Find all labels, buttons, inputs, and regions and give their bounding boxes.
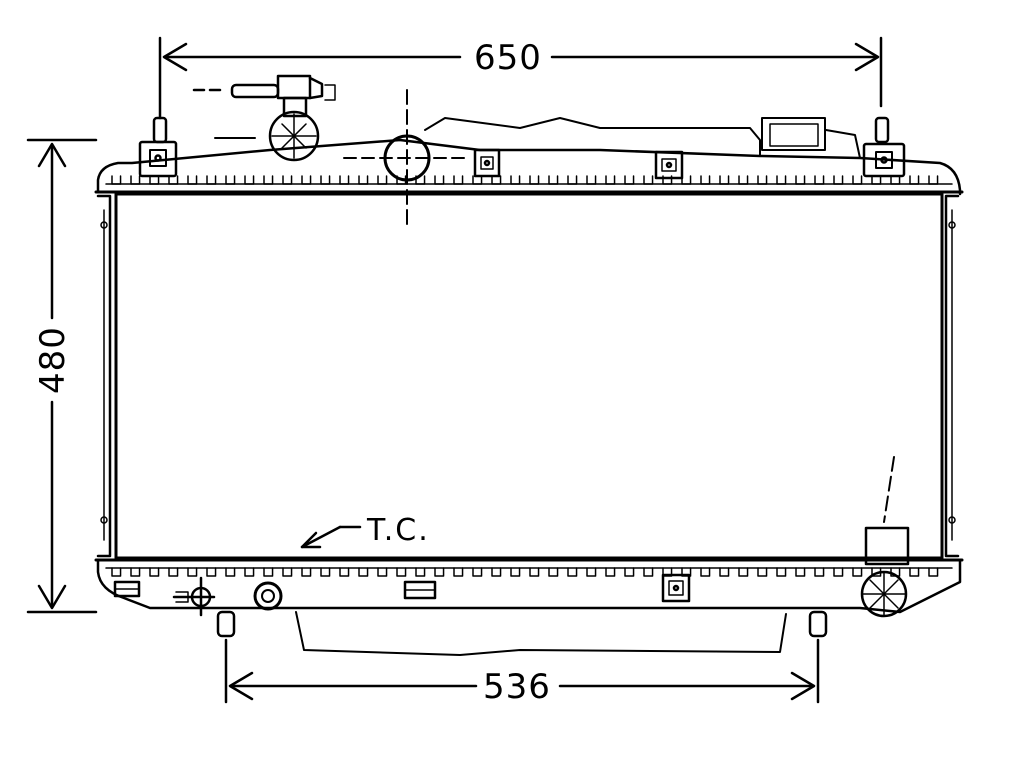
top-tank-teeth <box>111 175 939 185</box>
outlet-ribs <box>861 571 907 617</box>
dimension-height: 480 <box>26 138 98 614</box>
cap-ribs <box>271 113 317 159</box>
dimension-bottom-label: 536 <box>483 667 551 707</box>
mount-peg-top-left <box>138 116 178 178</box>
bottom-bracket-left <box>113 580 141 598</box>
radiator-cap <box>192 74 336 162</box>
dimension-top-width: 650 <box>158 36 883 120</box>
tc-label: T.C. <box>366 513 430 548</box>
top-tank <box>94 117 964 196</box>
bottom-tank <box>94 558 964 656</box>
drain-cock <box>172 576 216 617</box>
dimension-bottom-width: 536 <box>224 638 820 707</box>
dimension-height-label: 480 <box>33 326 73 394</box>
cooler-fitting <box>253 581 283 611</box>
top-bracket-1 <box>473 148 501 178</box>
upper-hose-inlet <box>343 89 471 227</box>
bottom-bracket-center <box>403 580 437 600</box>
top-bracket-2 <box>654 150 684 180</box>
bottom-tank-teeth <box>111 567 939 577</box>
mount-peg-bottom-left <box>216 610 236 638</box>
dimension-top-label: 650 <box>474 38 542 78</box>
mount-peg-bottom-right <box>808 610 828 638</box>
radiator-core <box>96 192 960 560</box>
mount-peg-top-right <box>862 116 906 178</box>
lower-hose-outlet <box>860 456 910 618</box>
bottom-bracket-right <box>661 573 691 603</box>
tc-annotation: T.C. <box>300 513 430 549</box>
